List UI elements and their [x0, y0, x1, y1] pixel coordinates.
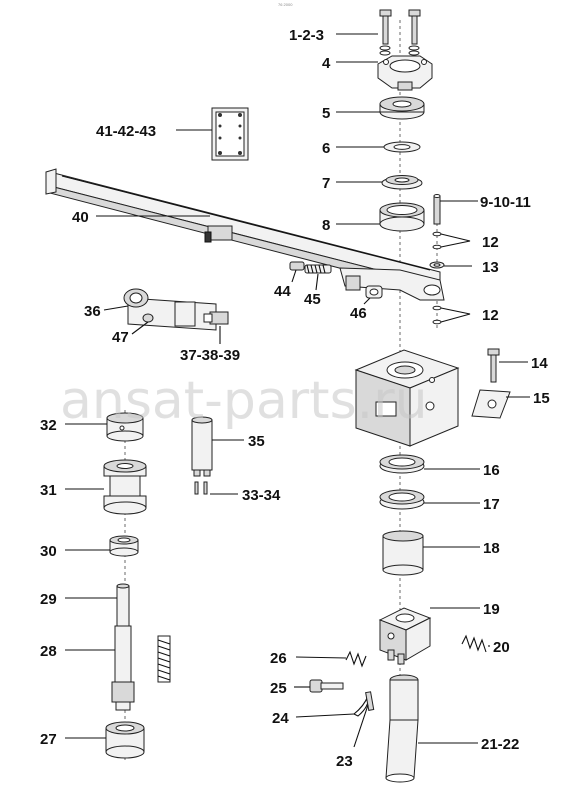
callout-44: 44 — [274, 283, 291, 300]
callout-35: 35 — [248, 433, 265, 450]
part-ring-13 — [429, 261, 445, 269]
part-block-19 — [378, 607, 432, 665]
part-bolts-1-2-3 — [379, 9, 421, 56]
callout-12-lower: 12 — [482, 307, 499, 324]
callout-9-10-11: 9-10-11 — [480, 194, 531, 211]
callout-labels: 1-2-3 4 5 6 7 8 9-10-11 12 13 12 14 15 1… — [40, 27, 550, 770]
part-spring-26 — [345, 650, 367, 668]
part-nut-47 — [142, 313, 154, 323]
callout-31: 31 — [40, 482, 57, 499]
part-screws-33-34 — [194, 481, 208, 495]
part-shaft-28-29 — [111, 583, 135, 711]
part-pin-44 — [289, 261, 305, 271]
callout-18: 18 — [483, 540, 500, 557]
part-sleeve-18 — [382, 530, 424, 576]
callout-28: 28 — [40, 643, 57, 660]
callout-33-34: 33-34 — [242, 487, 281, 504]
callout-21-22: 21-22 — [481, 736, 519, 753]
callout-1-2-3: 1-2-3 — [289, 27, 324, 44]
callout-40: 40 — [72, 209, 89, 226]
callout-13: 13 — [482, 259, 499, 276]
callout-23: 23 — [336, 753, 353, 770]
part-screw-14 — [487, 348, 500, 383]
callout-8: 8 — [322, 217, 330, 234]
callout-7: 7 — [322, 175, 330, 192]
callout-30: 30 — [40, 543, 57, 560]
part-shaft-21-22 — [385, 674, 419, 783]
part-cap-32 — [106, 412, 144, 442]
callout-37-38-39: 37-38-39 — [180, 347, 240, 364]
part-flanged-bushing-5 — [379, 96, 425, 120]
callout-27: 27 — [40, 731, 57, 748]
callout-32: 32 — [40, 417, 57, 434]
callout-5: 5 — [322, 105, 330, 122]
part-washer-6 — [383, 141, 421, 153]
part-thrust-washer-7 — [381, 175, 423, 190]
part-spool-31 — [103, 459, 147, 515]
part-spring-coil — [157, 635, 171, 683]
part-flange-housing-4 — [377, 55, 433, 91]
callout-12-upper: 12 — [482, 234, 499, 251]
callout-19: 19 — [483, 601, 500, 618]
part-pin-23 — [365, 691, 375, 711]
callout-14: 14 — [531, 355, 548, 372]
part-bushing-46 — [365, 285, 383, 299]
part-pin-9-10-11 — [433, 194, 441, 225]
part-bushing-30 — [109, 535, 139, 557]
callout-15: 15 — [533, 390, 550, 407]
part-bearing-ring-8 — [379, 202, 425, 232]
callout-20: 20 — [493, 639, 510, 656]
callout-46: 46 — [350, 305, 367, 322]
watermark-text: ansat-parts.ru — [60, 371, 428, 431]
callout-25: 25 — [270, 680, 287, 697]
callout-17: 17 — [483, 496, 500, 513]
part-rail-40 — [45, 168, 445, 301]
part-spring-45 — [304, 264, 332, 274]
callout-41-42-43: 41-42-43 — [96, 123, 156, 140]
part-rod-37-38-39 — [203, 311, 229, 325]
callout-26: 26 — [270, 650, 287, 667]
part-bushing-27 — [105, 721, 145, 759]
leader-lines — [65, 33, 530, 748]
callout-24: 24 — [272, 710, 289, 727]
callout-6: 6 — [322, 140, 330, 157]
callout-4: 4 — [322, 55, 331, 72]
part-rings-12-upper — [432, 231, 442, 250]
part-rings-12-lower — [432, 305, 442, 325]
part-ring-16 — [379, 454, 425, 474]
part-cotter-pin-24 — [352, 694, 369, 717]
part-screw-25 — [309, 679, 344, 693]
part-bracket-15 — [471, 389, 511, 419]
part-cylinder-35 — [191, 416, 213, 477]
part-main-housing — [354, 349, 460, 447]
callout-16: 16 — [483, 462, 500, 479]
callout-47: 47 — [112, 329, 129, 346]
callout-45: 45 — [304, 291, 321, 308]
part-ring-17 — [379, 489, 425, 510]
part-spring-20 — [461, 634, 487, 653]
callout-36: 36 — [84, 303, 101, 320]
part-plate-41-42-43 — [211, 107, 249, 161]
part-cylinder-36 — [123, 288, 217, 331]
header-mark: 76 2000 — [278, 2, 293, 7]
callout-29: 29 — [40, 591, 57, 608]
